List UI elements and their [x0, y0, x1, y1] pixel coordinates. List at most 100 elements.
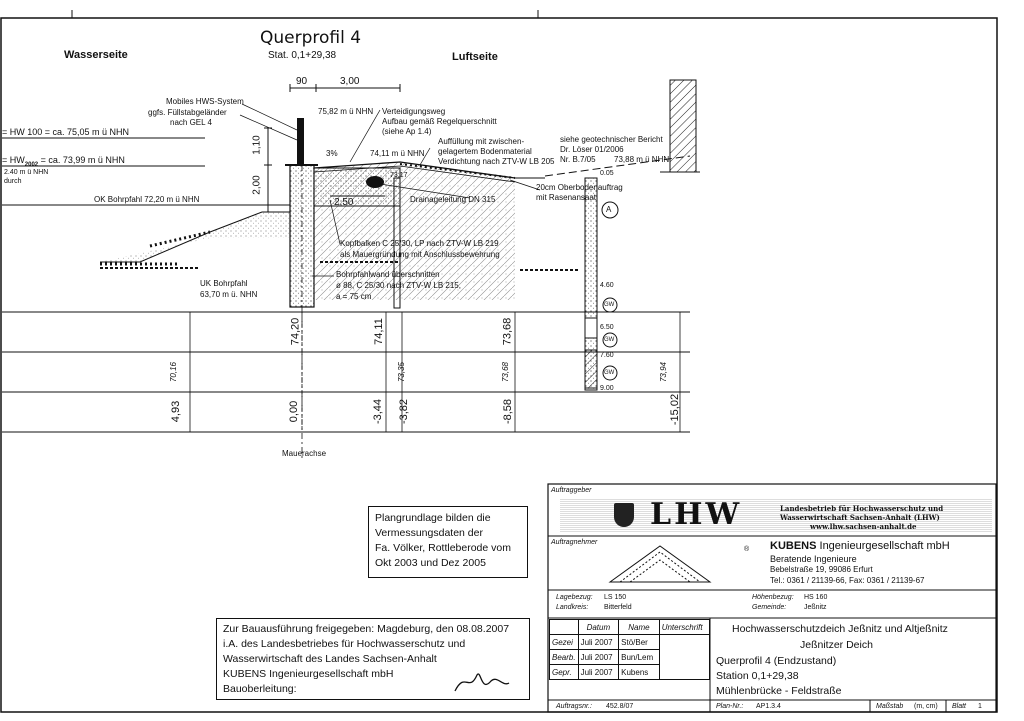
pile-wall-label-2: ø 88, C 25/30 nach ZTV-W LB 215, [336, 281, 461, 290]
sheet-value: 1 [978, 703, 982, 710]
path-label-3: (siehe Ap 1.4) [382, 127, 432, 136]
pile-bottom-label-1: UK Bohrpfahl [200, 279, 248, 288]
grid-value: 74,20 [289, 317, 302, 346]
grid-value: 73,94 [659, 361, 669, 383]
height-ref-label: Höhenbezug: [752, 594, 794, 601]
borehole-depth-650: 6.50 [600, 324, 614, 331]
table-cell: Name [618, 619, 660, 635]
groundwater-marker: GW [604, 370, 615, 376]
drawing-station: Stat. 0,1+29,38 [268, 50, 337, 61]
kopfbalken-label-1: Kopfbalken C 25/30, LP nach ZTV-W LB 219 [340, 239, 499, 248]
survey-note-line: Plangrundlage bilden die [375, 512, 491, 524]
topsoil-label-1: 20cm Oberbodenauftrag [536, 183, 623, 192]
approval-line: Bauoberleitung: [223, 683, 297, 695]
dimension-110: 1,10 [251, 135, 263, 155]
elevation-240: 2.40 m ü NHN [4, 169, 49, 176]
fill-note-3: Verdichtung nach ZTV-W LB 205 [438, 157, 555, 166]
survey-note-line: Fa. Völker, Rottleberode vom [375, 542, 511, 554]
kubens-logo-icon [608, 545, 712, 583]
air-side-label: Luftseite [452, 51, 498, 63]
municipality-value: Jeßnitz [804, 604, 827, 611]
durch-label: durch [4, 178, 22, 185]
survey-note: Plangrundlage bilden die Vermessungsdate… [368, 506, 528, 578]
table-cell: Gezei [549, 634, 579, 650]
elevation-7317: 73,17 [390, 172, 408, 179]
table-cell: Stö/Ber [618, 634, 660, 650]
pile-wall-label-3: a = 75 cm [336, 292, 372, 301]
height-ref-value: HS 160 [804, 594, 828, 601]
fill-note-2: gelagertem Bodenmaterial [438, 147, 532, 156]
fill-label-2: nach GEL 4 [170, 118, 212, 127]
table-cell: Juli 2007 [577, 664, 620, 680]
location-ref-label: Lagebezug: [556, 594, 593, 601]
borehole-depth-900: 9.00 [600, 385, 614, 392]
dimension-250: 2,50 [334, 197, 354, 208]
kubens-phone: Tel.: 0361 / 21139-66, Fax: 0361 / 21139… [770, 576, 925, 585]
path-label-1: Verteidigungsweg [382, 107, 446, 116]
approval-line: i.A. des Landesbetriebes für Hochwassers… [223, 638, 466, 650]
table-cell: Juli 2007 [577, 649, 620, 665]
groundwater-marker: GW [604, 337, 615, 343]
hw2002-label: = HW2002 = ca. 73,99 m ü NHN [2, 155, 125, 168]
plan-title-1: Querprofil 4 (Endzustand) [716, 655, 837, 667]
water-side-label: Wasserseite [64, 49, 128, 61]
registered-mark: ® [744, 546, 750, 553]
grid-value: 74,11 [372, 318, 385, 345]
table-row: Datum Name Unterschrift [549, 619, 711, 635]
survey-note-line: Vermessungsdaten der [375, 527, 483, 539]
table-cell [549, 619, 579, 635]
table-cell: Datum [577, 619, 620, 635]
lhw-name-1: Landesbetrieb für Hochwasserschutz und [780, 504, 944, 513]
scale-label: Maßstab [876, 703, 904, 710]
topsoil-label-2: mit Rasenansaat [536, 193, 597, 202]
dimension-90: 90 [296, 76, 308, 87]
borehole-depth-005: 0.05 [600, 170, 614, 177]
kubens-name: KUBENS Ingenieurgesellschaft mbH [770, 540, 950, 552]
grid-value: 73,35 [397, 361, 407, 383]
plan-title-3: Mühlenbrücke - Feldstraße [716, 685, 842, 697]
borehole-depth-760: 7.60 [600, 352, 614, 359]
plan-no-value: AP1.3.4 [756, 703, 781, 710]
plan-no-label: Plan-Nr.: [716, 703, 744, 710]
drain-label: Drainageleitung DN 315 [410, 195, 496, 204]
table-cell: Gepr. [549, 664, 579, 680]
groundwater-marker: GW [604, 302, 615, 308]
signature [454, 673, 510, 692]
plan-title-2: Station 0,1+29,38 [716, 670, 799, 682]
order-no-label: Auftragsnr.: [556, 703, 592, 710]
approval-line: KUBENS Ingenieurgesellschaft mbH [223, 668, 394, 680]
grid-value: 4,93 [170, 400, 183, 423]
location-ref-value: LS 150 [604, 594, 627, 601]
geo-report-2: Dr. Löser 01/2006 [560, 145, 624, 154]
grid-value: -15,02 [669, 393, 682, 426]
borehole-depth-460: 4.60 [600, 282, 614, 289]
table-cell: Bun/Lem [618, 649, 660, 665]
slope-label: 3% [326, 149, 338, 158]
client-label: Auftraggeber [551, 487, 592, 494]
elevation-7411: 74,11 m ü NHN [370, 149, 425, 158]
municipality-label: Gemeinde: [752, 604, 787, 611]
ok-pile-label: OK Bohrpfahl 72,20 m ü NHN [94, 195, 200, 204]
grid-value: -8,58 [502, 398, 515, 425]
hws-label: Mobiles HWS-System [166, 97, 244, 106]
approval-line: Zur Bauausführung freigegeben: Magdeburg… [223, 623, 510, 635]
grid-value: 73,68 [501, 317, 514, 346]
table-cell: Kubens [618, 664, 660, 680]
table-cell: Juli 2007 [577, 634, 620, 650]
order-no-value: 452.8/07 [606, 703, 634, 710]
scale-value: (m, cm) [914, 703, 938, 710]
lhw-url: www.lhw.sachsen-anhalt.de [810, 522, 917, 531]
wall-axis-label: Mauerachse [282, 449, 327, 458]
sheet-label: Blatt [952, 703, 967, 710]
approval-line: Wasserwirtschaft des Landes Sachsen-Anha… [223, 653, 437, 665]
elevation-7388: 73,88 m ü NHN [614, 155, 670, 164]
lhw-name-2: Wasserwirtschaft Sachsen-Anhalt (LHW) [780, 513, 940, 522]
kubens-address: Bebelstraße 19, 99086 Erfurt [770, 565, 873, 574]
table-cell [658, 634, 711, 680]
approval-note: Zur Bauausführung freigegeben: Magdeburg… [216, 618, 530, 700]
table-cell: Unterschrift [658, 619, 711, 635]
grid-value: 73,68 [501, 361, 511, 383]
kopfbalken-label-2: als Mauergründung mit Anschlussbewehrung [340, 250, 500, 259]
